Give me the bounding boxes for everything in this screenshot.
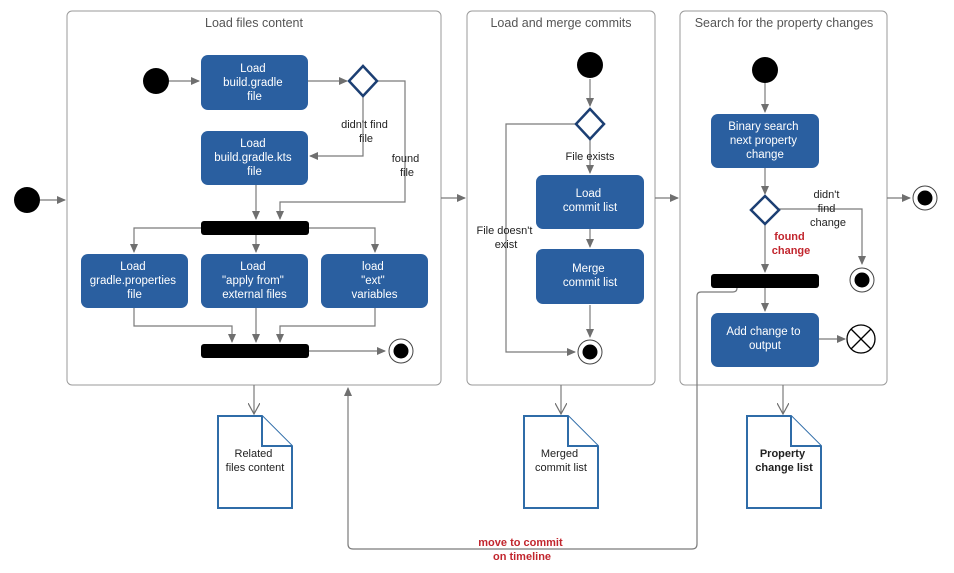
svg-text:Merged commit list: Merged commit list bbox=[535, 448, 587, 474]
edge-properties-to-join bbox=[133, 307, 236, 343]
initial-node bbox=[14, 187, 40, 213]
f3-final-node bbox=[849, 267, 875, 293]
activity-load-ext: load "ext" variables bbox=[321, 254, 428, 308]
f3-fork-bar bbox=[711, 274, 819, 288]
svg-text:Related files content: Related files content bbox=[226, 448, 285, 474]
f1-final-node bbox=[388, 338, 414, 364]
edge-fork-to-properties bbox=[130, 227, 203, 253]
svg-text:Load commit list: Load commit list bbox=[563, 188, 618, 214]
guard-file-doesnt-exist: File doesn't exist bbox=[477, 225, 536, 251]
document-merged-commits: Merged commit list bbox=[523, 415, 599, 509]
guard-move-to-commit: move to commit on timeline bbox=[478, 537, 565, 563]
svg-text:Merge commit list: Merge commit list bbox=[563, 263, 618, 289]
frame-title-merge-commits: Load and merge commits bbox=[490, 16, 631, 30]
flow-final-node bbox=[846, 324, 876, 354]
edge-didnt-find-file bbox=[309, 93, 364, 160]
svg-text:Property change list: Property change list bbox=[755, 448, 813, 474]
f1-initial-node bbox=[143, 68, 169, 94]
document-property-changes: Property change list bbox=[746, 415, 822, 509]
edge-file-doesnt-exist bbox=[505, 123, 576, 356]
edges bbox=[40, 77, 911, 550]
f1-fork-bar bbox=[201, 221, 309, 235]
edge-didnt-find-change bbox=[779, 208, 866, 265]
svg-text:Add change to output: Add change to output bbox=[726, 326, 803, 352]
activity-load-gradle-properties: Load gradle.properties file bbox=[81, 254, 188, 308]
activity-merge-commit-list: Merge commit list bbox=[536, 249, 644, 304]
activity-load-apply-from: Load "apply from" external files bbox=[201, 254, 308, 308]
decision-build-gradle bbox=[347, 64, 379, 98]
frame-title-load-files: Load files content bbox=[205, 16, 304, 30]
svg-text:load "ext" variabl: load "ext" variables bbox=[351, 261, 397, 301]
activity-load-commit-list: Load commit list bbox=[536, 175, 644, 229]
final-node bbox=[912, 185, 938, 211]
frame-title-search-changes: Search for the property changes bbox=[695, 16, 874, 30]
f1-join-bar bbox=[201, 344, 309, 358]
svg-text:Load "apply from": Load "apply from" external files bbox=[222, 261, 287, 301]
decision-file-exists bbox=[574, 107, 606, 141]
edge-fork-to-ext bbox=[308, 227, 379, 253]
activity-load-build-gradle-kts: Load build.gradle.kts file bbox=[201, 131, 308, 185]
edge-move-to-commit bbox=[344, 287, 738, 550]
f2-initial-node bbox=[577, 52, 603, 78]
f2-final-node bbox=[577, 339, 603, 365]
guard-file-exists: File exists bbox=[566, 151, 615, 163]
edge-found-file bbox=[276, 80, 406, 220]
activity-load-build-gradle: Load build.gradle file bbox=[201, 55, 308, 110]
guard-didnt-find-change: didn't find change bbox=[810, 189, 846, 229]
guard-didnt-find-file: didn't find file bbox=[341, 119, 391, 145]
guard-found-file: found file bbox=[392, 153, 423, 179]
activity-add-change: Add change to output bbox=[711, 313, 819, 367]
document-related-files: Related files content bbox=[217, 415, 293, 509]
edge-ext-to-join bbox=[276, 307, 376, 343]
decision-found-change bbox=[749, 194, 781, 226]
svg-text:Binary search next prope: Binary search next property change bbox=[728, 121, 802, 161]
svg-text:Load build.gradle.kts: Load build.gradle.kts file bbox=[214, 138, 295, 178]
svg-text:Load gradle.properties: Load gradle.properties file bbox=[90, 261, 180, 301]
guard-found-change: found change bbox=[772, 231, 811, 257]
f3-initial-node bbox=[752, 57, 778, 83]
svg-text:Load build.gradle: Load build.gradle file bbox=[223, 63, 286, 103]
activity-binary-search: Binary search next property change bbox=[711, 114, 819, 168]
